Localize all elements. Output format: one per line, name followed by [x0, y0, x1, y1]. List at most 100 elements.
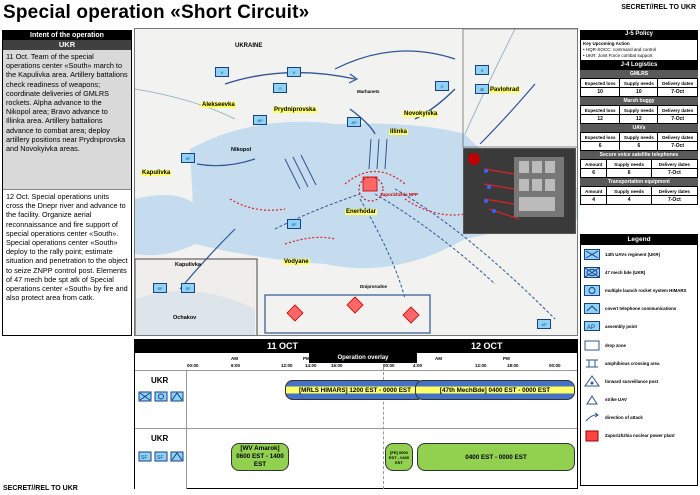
- legend-item: drop zone: [581, 336, 697, 354]
- timeline-bar-fe[interactable]: [FE] 0000 EST - 0400 EST: [385, 443, 413, 471]
- himars-icon: [583, 284, 601, 296]
- timeline-header: 11 OCT 12 OCT: [135, 340, 577, 353]
- table-header-cell: Expected loss: [579, 132, 621, 142]
- table-cell: 7-Oct: [657, 141, 698, 151]
- table-header-cell: Supply needs: [619, 132, 659, 142]
- map-label-alekseevka: Alekseevka: [201, 102, 236, 108]
- strike-uav-icon: [583, 394, 601, 406]
- legend-item: 47 mech bde (UKR): [581, 263, 697, 281]
- time-tick: PM: [303, 356, 310, 361]
- time-tick: 12:00: [475, 363, 487, 368]
- mlrs-unit-icon[interactable]: ⊙: [273, 83, 287, 93]
- table-header-cell: Expected loss: [579, 105, 621, 115]
- j4-table-title: Secure voice satellite telephones: [580, 151, 698, 159]
- map-label-marhanets: Marhanets: [357, 89, 380, 94]
- table-cell: 6: [579, 168, 608, 178]
- uav-unit-icon[interactable]: ✕: [215, 67, 229, 77]
- table-cell: 7-Oct: [657, 114, 698, 124]
- legend-panel: Legend 14th UAVs regiment (UKR) 47 mech …: [580, 234, 698, 486]
- sf-unit-icon[interactable]: SF: [287, 219, 301, 229]
- table-header-cell: Supply needs: [606, 186, 652, 196]
- mech-bde-icon: [583, 266, 601, 278]
- row-unit-icons: SF SF: [138, 451, 184, 462]
- time-tick: 4:00: [413, 363, 423, 368]
- table-cell: 7-Oct: [650, 195, 699, 205]
- map-label-pavlohrad: Pavlohrad: [489, 87, 521, 93]
- legend-item: direction of attack: [581, 409, 697, 427]
- page-title: Special operation «Short Circuit»: [3, 2, 310, 23]
- j5-policy-box: Key Upcoming Action • HQR-SOCC: command …: [580, 39, 698, 61]
- assembly-point-icon[interactable]: AP: [537, 319, 551, 329]
- j4-table-title: GMLRS: [580, 70, 698, 78]
- drop-zone-icon: [583, 339, 601, 351]
- bar-label: [47th MechBde] 0400 EST - 0000 EST: [439, 386, 551, 394]
- table-header-cell: Delivery dates: [650, 159, 699, 169]
- sf-unit-icon[interactable]: SF: [153, 283, 167, 293]
- map-label-dniprorudne: Dniprorudne: [360, 284, 387, 289]
- bar-label: [FE] 0000 EST - 0400 EST: [388, 449, 410, 465]
- legend-item: amphibious crossing area: [581, 354, 697, 372]
- row-unit-icons: [138, 391, 184, 402]
- npp-icon: [583, 430, 601, 442]
- time-tick: AM: [435, 356, 442, 361]
- timeline-bar-mrls-fill[interactable]: [MRLS HIMARS] 1200 EST - 0000 EST: [285, 380, 425, 400]
- map-label-illinka: Illinka: [389, 129, 409, 135]
- day-label-oct11: 11 OCT: [267, 341, 299, 351]
- mech-unit-icon[interactable]: ⊠: [475, 84, 489, 94]
- intent-subheading: UKR: [3, 40, 131, 50]
- amphibious-crossing-icon: [583, 357, 601, 369]
- operation-timeline: 11 OCT 12 OCT Operation overlay 00:00 AM…: [134, 339, 578, 489]
- sf-unit-icon[interactable]: SF: [181, 283, 195, 293]
- map-label-nikopol: Nikopol: [231, 147, 252, 153]
- bar-label: 0400 EST - 0000 EST: [465, 453, 527, 461]
- legend-item: strike UAV: [581, 391, 697, 409]
- timeline-bar-amarok[interactable]: [WV Amarok] 0600 EST - 1400 EST: [231, 443, 289, 471]
- sf-unit-icon[interactable]: SF: [181, 153, 195, 163]
- time-tick: 12:00: [281, 363, 293, 368]
- map-label-kapulivka: Kapulivka: [141, 170, 172, 176]
- table-header-cell: Amount: [579, 159, 608, 169]
- map-label-znpp: Zaporizhzhia NPP: [380, 192, 419, 197]
- assembly-point-icon[interactable]: AP: [347, 117, 361, 127]
- legend-item: multiple launch rocket system HIMARS: [581, 281, 697, 299]
- map-label-ochakov: Ochakov: [173, 315, 197, 321]
- intent-heading: Intent of the operation: [3, 31, 131, 40]
- legend-item: forward surveillance post: [581, 372, 697, 390]
- table-cell: 7-Oct: [650, 168, 699, 178]
- assembly-point-icon[interactable]: AP: [253, 115, 267, 125]
- j4-table-title: UAVs: [580, 124, 698, 132]
- table-cell: 12: [579, 114, 621, 124]
- timeline-row-ukr-fires: UKR [MRLS HIMARS] 1200 EST - 0000 EST [M…: [135, 370, 577, 428]
- time-tick: 16:00: [331, 363, 343, 368]
- bar-label: [MRLS HIMARS] 1200 EST - 0000 EST: [299, 386, 411, 394]
- uav-unit-icon[interactable]: ✕: [475, 65, 489, 75]
- row-header: UKR SF SF: [135, 429, 187, 489]
- uav-regiment-icon: [583, 248, 601, 260]
- table-cell: 7-Oct: [657, 87, 698, 97]
- timeline-bar-mechbde[interactable]: [47th MechBde] 0400 EST - 0000 EST: [415, 380, 575, 400]
- timeline-row-ukr-sf: UKR SF SF [WV Amarok] 0600 EST - 1400 ES…: [135, 428, 577, 489]
- telephone-comm-icon: [583, 303, 601, 315]
- timeline-bar-sf[interactable]: 0400 EST - 0000 EST: [417, 443, 575, 471]
- table-header-cell: Delivery dates: [657, 132, 698, 142]
- table-header-cell: Supply needs: [606, 159, 652, 169]
- satellite-image: [463, 148, 576, 234]
- legend-heading: Legend: [581, 235, 697, 245]
- time-tick: 18:00: [507, 363, 519, 368]
- legend-item: AP assembly point: [581, 318, 697, 336]
- timeline-ticks: 00:00 AM 6:00 12:00 PM 14:00 16:00 00:00…: [135, 354, 577, 370]
- classification-banner-bottom: SECRET//REL TO UKR: [3, 485, 78, 492]
- time-tick: 00:00: [383, 363, 395, 368]
- uav-unit-icon[interactable]: ✕: [287, 67, 301, 77]
- table-header-cell: Supply needs: [619, 105, 659, 115]
- table-cell: 10: [619, 87, 659, 97]
- mlrs-unit-icon[interactable]: ⊙: [435, 81, 449, 91]
- table-cell: 6: [579, 141, 621, 151]
- table-cell: 4: [606, 195, 652, 205]
- direction-of-attack-icon: [583, 412, 601, 424]
- j4-table-title: Transportation equipment: [580, 178, 698, 186]
